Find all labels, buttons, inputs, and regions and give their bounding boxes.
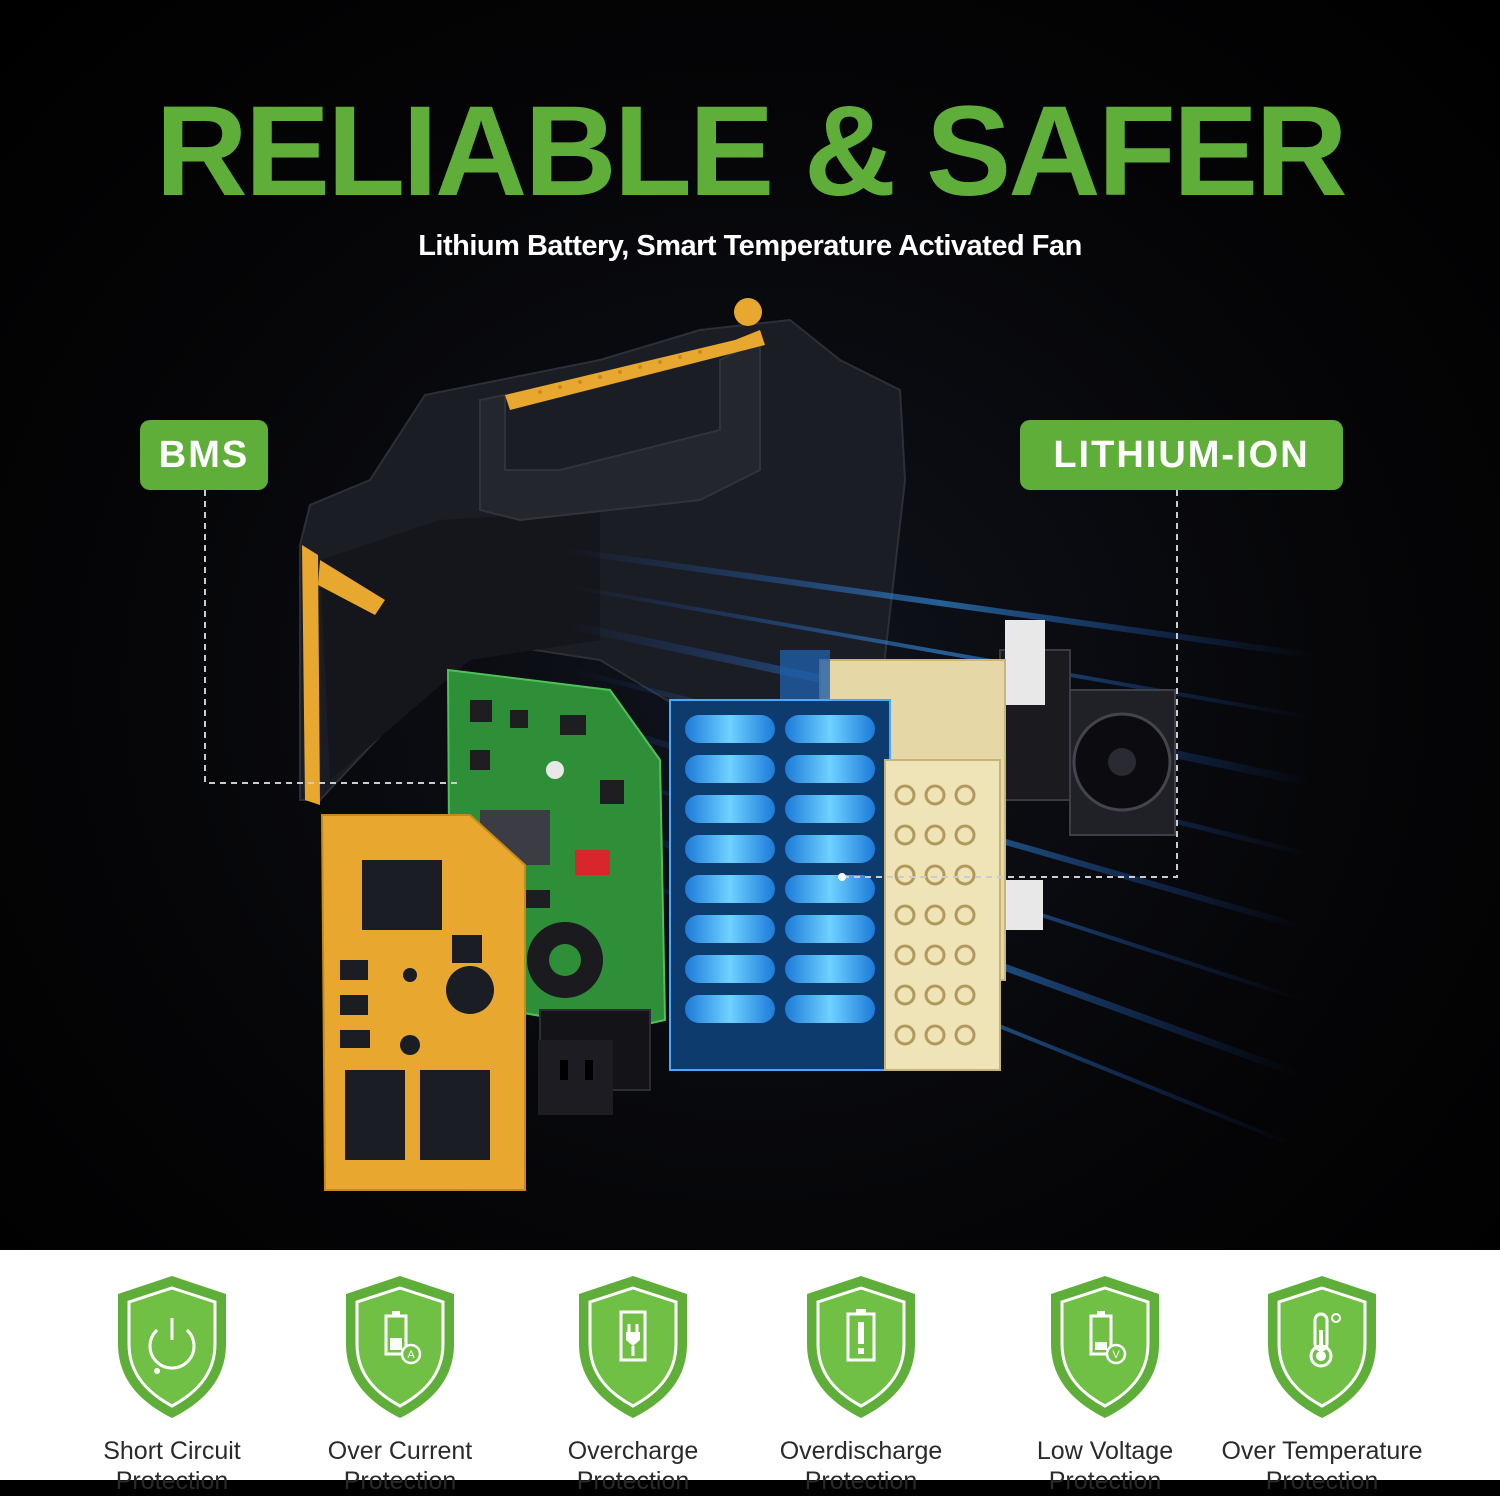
callout-lines [204, 490, 1178, 878]
lithium-ion-callout-tag: LITHIUM-ION [1020, 420, 1343, 490]
page-title: RELIABLE & SAFER [155, 80, 1347, 223]
bms-callout-tag: BMS [140, 420, 268, 490]
battery-current-shield-icon: A [346, 1276, 454, 1418]
feature-label-line1: Overcharge [567, 1437, 699, 1465]
feature-label-line1: Low Voltage [1036, 1437, 1174, 1465]
svg-text:V: V [1112, 1349, 1120, 1361]
feature-over-current: A Over Current Protection [285, 1272, 515, 1496]
warning-battery-shield-icon [807, 1276, 915, 1418]
power-station-exploded-illustration [204, 298, 1317, 1191]
protection-features-strip: Short Circuit Protection A Over Current … [0, 1250, 1500, 1495]
feature-label-line1: Over Temperature [1221, 1437, 1423, 1465]
feature-label-line1: Over Current [327, 1437, 473, 1465]
feature-label-line1: Overdischarge [779, 1437, 943, 1465]
feature-label-line2: Protection [1265, 1467, 1379, 1495]
battery-voltage-shield-icon: V [1051, 1276, 1159, 1418]
feature-overdischarge: Overdischarge Protection [746, 1272, 976, 1496]
feature-low-voltage: V Low Voltage Protection [990, 1272, 1220, 1496]
feature-label-line2: Protection [343, 1467, 457, 1495]
feature-overcharge: Overcharge Protection [518, 1272, 748, 1496]
power-shield-icon [118, 1276, 226, 1418]
cooling-fan [999, 620, 1176, 930]
hero-section: RELIABLE & SAFER Lithium Battery, Smart … [0, 0, 1500, 1250]
svg-text:A: A [407, 1349, 415, 1361]
callout-dot [838, 873, 846, 881]
charging-plug-shield-icon [579, 1276, 687, 1418]
ac-outlet-module [538, 1009, 651, 1115]
feature-label-line2: Protection [1048, 1467, 1162, 1495]
thermometer-shield-icon [1268, 1276, 1376, 1418]
page-subtitle: Lithium Battery, Smart Temperature Activ… [418, 230, 1082, 262]
feature-label-line2: Protection [804, 1467, 918, 1495]
feature-label-line2: Protection [115, 1467, 229, 1495]
feature-over-temperature: Over Temperature Protection [1207, 1272, 1437, 1496]
battery-pack-front [669, 699, 1001, 1071]
feature-short-circuit: Short Circuit Protection [57, 1272, 287, 1496]
front-panel [320, 814, 526, 1191]
housing [299, 298, 907, 805]
feature-label-line2: Protection [576, 1467, 690, 1495]
feature-label-line1: Short Circuit [103, 1437, 241, 1465]
